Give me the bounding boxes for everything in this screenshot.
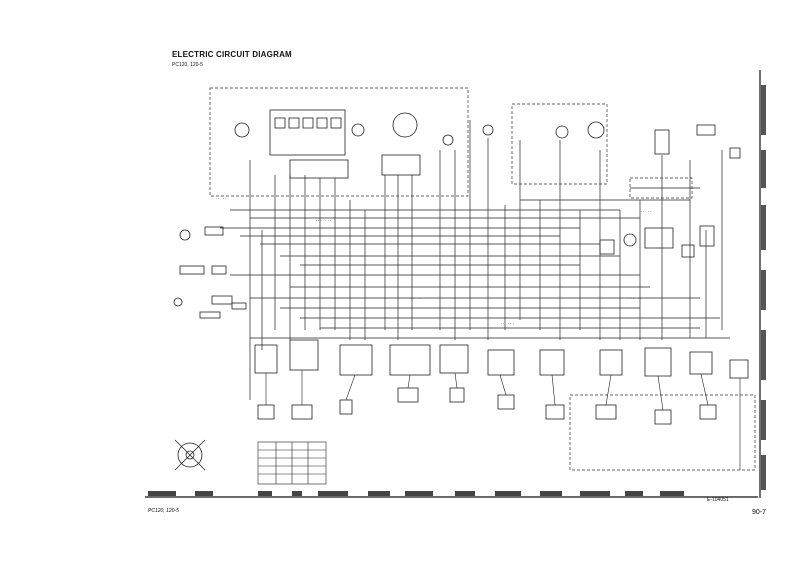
diagram-title: ELECTRIC CIRCUIT DIAGRAM bbox=[172, 50, 292, 59]
page-number: 90-7 bbox=[752, 509, 767, 516]
svg-text:·· ··: ·· ·· bbox=[630, 296, 642, 301]
left-components bbox=[173, 226, 247, 319]
schematic-markings: ·· ·· ··· ··· ·· ·· ·· ··· ·· ·· ·· ·· bbox=[215, 196, 652, 326]
vertical-wiring bbox=[249, 120, 723, 400]
binding-strip bbox=[759, 70, 766, 498]
model-note: PC120, 120-5 bbox=[148, 508, 179, 514]
lower-connectors bbox=[254, 339, 749, 425]
diagram-subtitle: PC120, 120-5 bbox=[172, 62, 203, 68]
svg-text:·· ··: ·· ·· bbox=[640, 209, 652, 214]
svg-text:·· ···: ·· ··· bbox=[500, 321, 514, 326]
horizontal-wiring bbox=[220, 187, 730, 339]
monitor-panel bbox=[234, 109, 670, 179]
right-components bbox=[599, 124, 741, 258]
key-switch-diagram bbox=[174, 439, 206, 471]
drawing-reference: E-104051 bbox=[707, 497, 729, 503]
switch-table bbox=[257, 441, 327, 485]
svg-text:··· ···: ··· ··· bbox=[315, 218, 332, 223]
svg-text:·· ··: ·· ·· bbox=[215, 196, 227, 201]
connector-drops bbox=[265, 370, 741, 470]
svg-text:·· ··: ·· ·· bbox=[410, 296, 422, 301]
bottom-frame-strip bbox=[145, 491, 758, 498]
